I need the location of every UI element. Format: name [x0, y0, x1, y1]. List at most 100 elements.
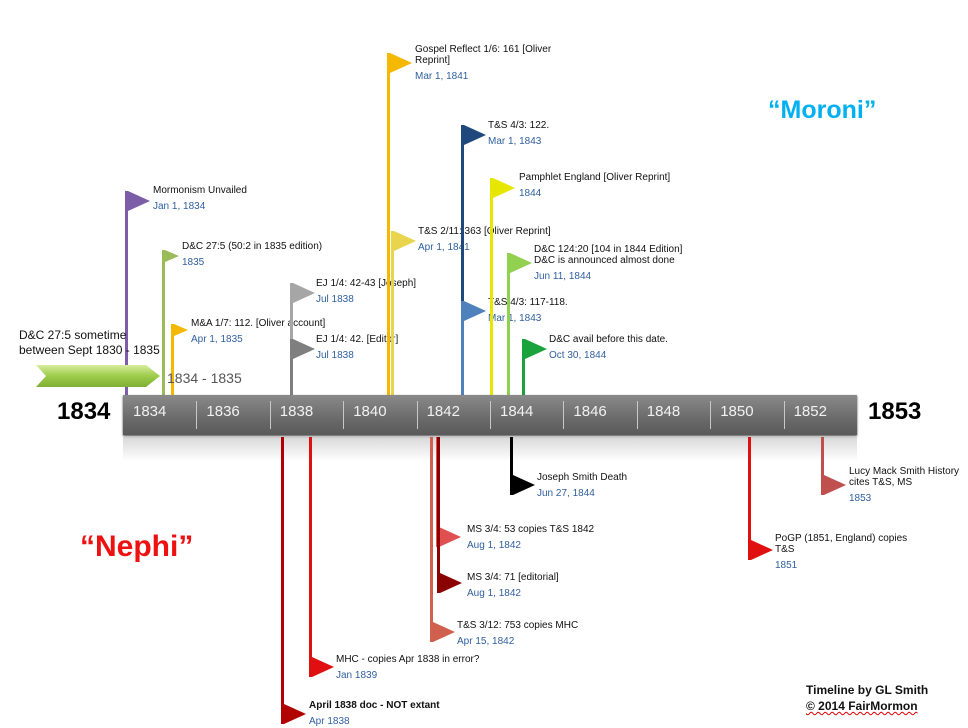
- event-date: Apr 15, 1842: [457, 636, 515, 647]
- event-date: Mar 1, 1843: [488, 313, 542, 324]
- event-title: MS 3/4: 71 [editorial]: [467, 572, 559, 583]
- flag-icon: [284, 704, 306, 724]
- event-title: Joseph Smith Death: [537, 472, 628, 483]
- event-pole: [522, 339, 525, 397]
- event-title: T&S 3/12: 753 copies MHC: [457, 620, 579, 631]
- axis-end-label: 1853: [868, 398, 922, 425]
- axis-separator: [783, 401, 785, 429]
- event-pole: [387, 53, 390, 397]
- flag-icon: [293, 339, 315, 359]
- event-pole: [437, 437, 440, 593]
- axis-tick-label: 1846: [573, 403, 607, 420]
- event-pole: [430, 437, 433, 642]
- event-pole: [510, 437, 513, 495]
- range-label: 1834 - 1835: [167, 370, 242, 386]
- axis-start-label: 1834: [57, 398, 111, 425]
- flag-icon: [525, 339, 547, 359]
- event-date: Aug 1, 1842: [467, 588, 521, 599]
- event-pole: [171, 324, 174, 397]
- event-date: Mar 1, 1843: [488, 136, 542, 147]
- moroni-heading: “Moroni”: [768, 96, 877, 124]
- flag-icon: [464, 301, 486, 321]
- credit-copyright: © 2014 FairMormon: [806, 699, 918, 713]
- axis-tick-label: 1852: [793, 403, 827, 420]
- axis-tick-label: 1844: [500, 403, 534, 420]
- event-title: T&S 2/11: 363 [Oliver Reprint]: [418, 226, 551, 237]
- flag-icon: [513, 475, 535, 495]
- axis-separator: [636, 401, 638, 429]
- event-date: Apr 1838: [309, 716, 350, 727]
- axis-separator: [563, 401, 565, 429]
- flag-icon: [493, 178, 515, 198]
- axis-separator: [269, 401, 271, 429]
- event-date: Jul 1838: [316, 350, 354, 361]
- axis-tick-label: 1842: [426, 403, 460, 420]
- flag-icon: [751, 540, 773, 560]
- event-pole: [290, 339, 293, 397]
- flag-icon: [174, 324, 188, 336]
- flag-icon: [394, 231, 416, 251]
- axis-tick-label: 1834: [133, 403, 167, 420]
- event-title: Lucy Mack Smith History cites T&S, MS: [849, 466, 960, 488]
- event-title: EJ 1/4: 42-43 [Joseph]: [316, 278, 417, 289]
- event-date: Jun 11, 1844: [534, 271, 592, 282]
- axis-separator: [343, 401, 345, 429]
- event-title: Mormonism Unvailed: [153, 185, 247, 196]
- flag-icon: [824, 475, 846, 495]
- event-date: Apr 1, 1841: [418, 242, 470, 253]
- event-title: M&A 1/7: 112. [Oliver account]: [191, 318, 326, 329]
- event-pole: [507, 253, 510, 397]
- flag-icon: [510, 253, 532, 273]
- axis-separator: [490, 401, 491, 429]
- event-date: Jul 1838: [316, 294, 354, 305]
- flag-icon: [312, 657, 334, 677]
- event-pole: [490, 178, 493, 397]
- event-pole: [821, 437, 824, 495]
- event-date: 1844: [519, 188, 542, 199]
- event-date: 1835: [182, 257, 205, 268]
- event-title: D&C 27:5 (50:2 in 1835 edition): [182, 241, 323, 252]
- event-title: D&C 124:20 [104 in 1844 Edition] D&C is …: [534, 244, 683, 266]
- event-date: Oct 30, 1844: [549, 350, 607, 361]
- event-title: T&S 4/3: 117-118.: [488, 297, 568, 308]
- event-title: MS 3/4: 53 copies T&S 1842: [467, 524, 595, 535]
- flag-icon: [128, 191, 150, 211]
- flag-icon: [440, 573, 462, 593]
- flag-icon: [293, 283, 315, 303]
- event-pole: [461, 301, 464, 397]
- axis-reflection: [123, 437, 857, 461]
- flag-icon: [390, 53, 412, 73]
- event-title: T&S 4/3: 122.: [488, 120, 550, 131]
- event-title: April 1838 doc - NOT extant: [309, 700, 440, 711]
- axis-tick-label: 1850: [720, 403, 754, 420]
- event-date: Jun 27, 1844: [537, 488, 595, 499]
- event-date: Jan 1839: [336, 670, 378, 681]
- event-title: EJ 1/4: 42. [Editor]: [316, 334, 399, 345]
- event-date: 1851: [775, 560, 798, 571]
- event-pole: [125, 191, 128, 397]
- event-date: Mar 1, 1841: [415, 71, 469, 82]
- event-pole: [162, 250, 165, 397]
- event-title: PoGP (1851, England) copies T&S: [775, 533, 908, 555]
- axis-tick-label: 1848: [646, 403, 681, 420]
- nephi-heading: “Nephi”: [80, 530, 194, 563]
- event-pole: [748, 437, 751, 560]
- axis-tick-label: 1840: [353, 403, 387, 420]
- event-pole: [461, 125, 464, 397]
- event-title: Pamphlet England [Oliver Reprint]: [519, 172, 671, 183]
- flag-icon: [439, 527, 461, 547]
- event-title: MHC - copies Apr 1838 in error?: [336, 654, 480, 665]
- event-pole: [281, 437, 284, 724]
- event-pole: [309, 437, 312, 677]
- event-title: Gospel Reflect 1/6: 161 [Oliver Reprint]: [415, 44, 552, 66]
- credit-author: Timeline by GL Smith: [806, 683, 929, 697]
- event-title: D&C avail before this date.: [549, 334, 668, 345]
- axis-separator: [416, 401, 418, 429]
- range-note: D&C 27:5 sometime between Sept 1830 - 18…: [19, 328, 160, 357]
- event-pole: [391, 231, 394, 397]
- flag-icon: [464, 125, 486, 145]
- credit: Timeline by GL Smith © 2014 FairMormon: [806, 682, 928, 714]
- event-date: Jan 1, 1834: [153, 201, 206, 212]
- flag-icon: [165, 250, 179, 262]
- axis-tick-label: 1838: [279, 403, 314, 420]
